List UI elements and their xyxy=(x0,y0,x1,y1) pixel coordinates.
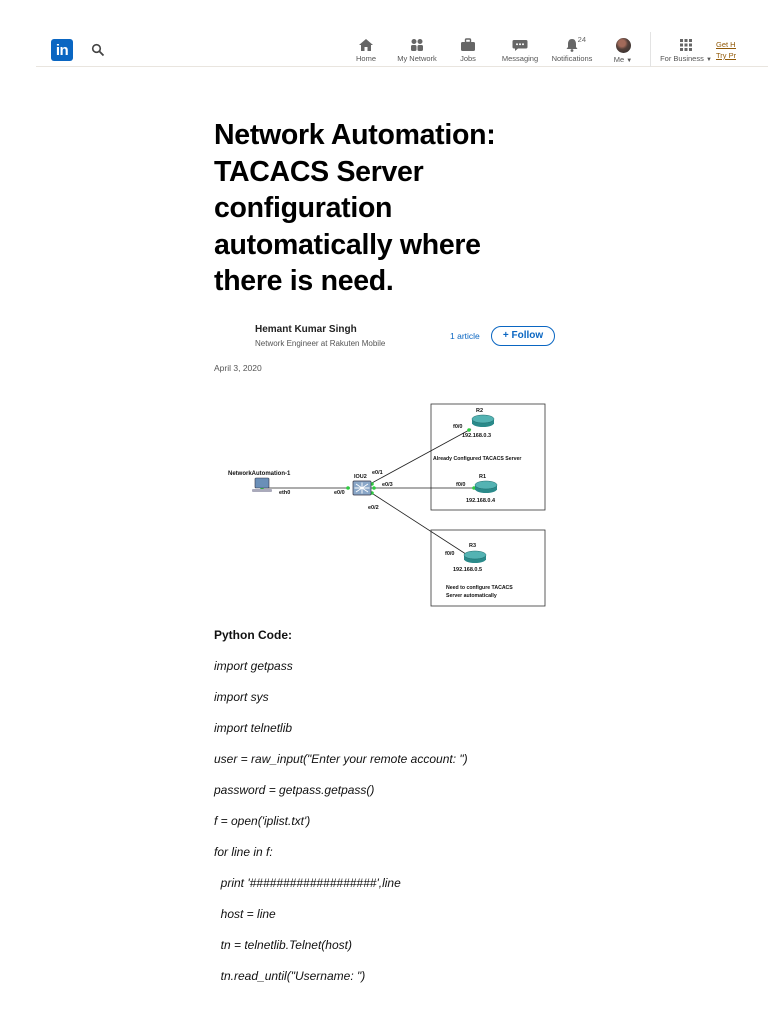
grid-icon xyxy=(680,39,692,51)
bell-icon xyxy=(566,39,578,52)
router-interface: f0/0 xyxy=(456,482,465,488)
link-switch-r2 xyxy=(369,428,472,485)
router-interface: f0/0 xyxy=(445,551,454,557)
router-ip: 192.168.0.5 xyxy=(453,567,482,573)
code-line: tn = telnetlib.Telnet(host) xyxy=(214,938,352,952)
need-note: Server automatically xyxy=(446,593,497,599)
notification-count-badge: 24 xyxy=(577,35,586,44)
port-label: e0/3 xyxy=(382,482,393,488)
chevron-down-icon: ▼ xyxy=(626,58,633,64)
router-ip: 192.168.0.4 xyxy=(466,498,496,504)
host-interface-label: eth0 xyxy=(279,490,290,496)
nav-home[interactable]: Home xyxy=(348,38,384,63)
premium-line2[interactable]: Try Premium xyxy=(716,51,736,60)
article-title-line: configuration xyxy=(214,192,393,224)
code-line: user = raw_input("Enter your remote acco… xyxy=(214,752,468,766)
host-label: NetworkAutomation-1 xyxy=(228,471,291,477)
nav-jobs-label: Jobs xyxy=(460,54,476,63)
follow-button[interactable]: + Follow xyxy=(491,326,555,346)
router-name: R1 xyxy=(479,474,486,480)
author-role: Network Engineer at Rakuten Mobile xyxy=(255,339,386,348)
article-title-line: automatically where xyxy=(214,228,481,261)
article-title-line: Network Automation: xyxy=(214,119,496,151)
nav-notifications-label: Notifications xyxy=(551,54,593,63)
nav-my-network-label: My Network xyxy=(397,54,437,63)
router-name: R2 xyxy=(476,408,483,414)
top-nav: in Home My Network Jobs Messaging xyxy=(36,32,768,67)
code-line: tn.read_until("Username: ") xyxy=(214,969,366,983)
code-line: print '###################',line xyxy=(214,876,401,890)
port-label: e0/2 xyxy=(368,505,379,511)
router-icon xyxy=(474,480,498,493)
code-line: import getpass xyxy=(214,659,293,673)
linkedin-logo[interactable]: in xyxy=(51,39,73,61)
code-line: for line in f: xyxy=(214,845,273,859)
chevron-down-icon: ▼ xyxy=(705,57,712,63)
nav-home-label: Home xyxy=(355,54,376,63)
switch-icon xyxy=(352,480,372,496)
switch-label: IOU2 xyxy=(354,474,367,480)
premium-link[interactable]: Get Hired Faster Try Premium xyxy=(716,39,736,61)
author-articles-link[interactable]: 1 article xyxy=(450,331,480,341)
router-interface: f0/0 xyxy=(453,424,462,430)
author-name[interactable]: Hemant Kumar Singh xyxy=(255,324,357,335)
code-line: f = open('iplist.txt') xyxy=(214,814,311,828)
people-icon xyxy=(411,39,423,51)
article-title-line: there is need. xyxy=(214,265,394,297)
code-line: password = getpass.getpass() xyxy=(214,783,375,797)
router-icon xyxy=(471,414,495,427)
code-line: import sys xyxy=(214,690,269,704)
link-switch-r3 xyxy=(369,491,473,559)
nav-messaging-label: Messaging xyxy=(501,54,539,63)
port-label: e0/1 xyxy=(372,470,383,476)
nav-me-label: Me xyxy=(613,55,625,64)
configured-group-box xyxy=(430,403,546,511)
nav-divider xyxy=(650,32,651,67)
router-icon xyxy=(463,550,487,563)
code-line: import telnetlib xyxy=(214,721,293,735)
briefcase-icon xyxy=(461,38,475,51)
port-label: e0/0 xyxy=(334,490,345,496)
configured-note: Already Configured TACACS Server xyxy=(433,456,521,462)
nav-for-business[interactable]: For Business ▼ xyxy=(656,38,716,63)
code-line: host = line xyxy=(214,907,276,921)
nav-my-network[interactable]: My Network xyxy=(392,38,442,63)
article-title: Network Automation: TACACS Server config… xyxy=(214,117,544,300)
need-note: Need to configure TACACS xyxy=(446,585,513,591)
article-title-line: TACACS Server xyxy=(214,155,424,188)
publish-date: April 3, 2020 xyxy=(214,363,262,373)
nav-notifications[interactable]: 24 Notifications xyxy=(547,35,597,63)
unconfigured-group-box xyxy=(430,529,546,607)
avatar xyxy=(615,38,631,53)
network-topology-diagram: NetworkAutomation-1 eth0 IOU2 e0/0 e0/1 … xyxy=(214,392,548,608)
message-icon xyxy=(512,40,528,51)
router-ip: 192.168.0.3 xyxy=(462,433,491,439)
nav-jobs[interactable]: Jobs xyxy=(452,38,484,63)
home-icon xyxy=(359,39,373,51)
nav-for-business-label: For Business xyxy=(660,54,704,63)
nav-me[interactable]: Me ▼ xyxy=(608,38,638,64)
search-icon[interactable] xyxy=(91,43,105,57)
premium-line1[interactable]: Get Hired Faster xyxy=(716,40,736,49)
computer-icon xyxy=(252,477,272,492)
nav-messaging[interactable]: Messaging xyxy=(498,38,542,63)
router-name: R3 xyxy=(469,543,476,549)
code-heading: Python Code: xyxy=(214,628,292,642)
